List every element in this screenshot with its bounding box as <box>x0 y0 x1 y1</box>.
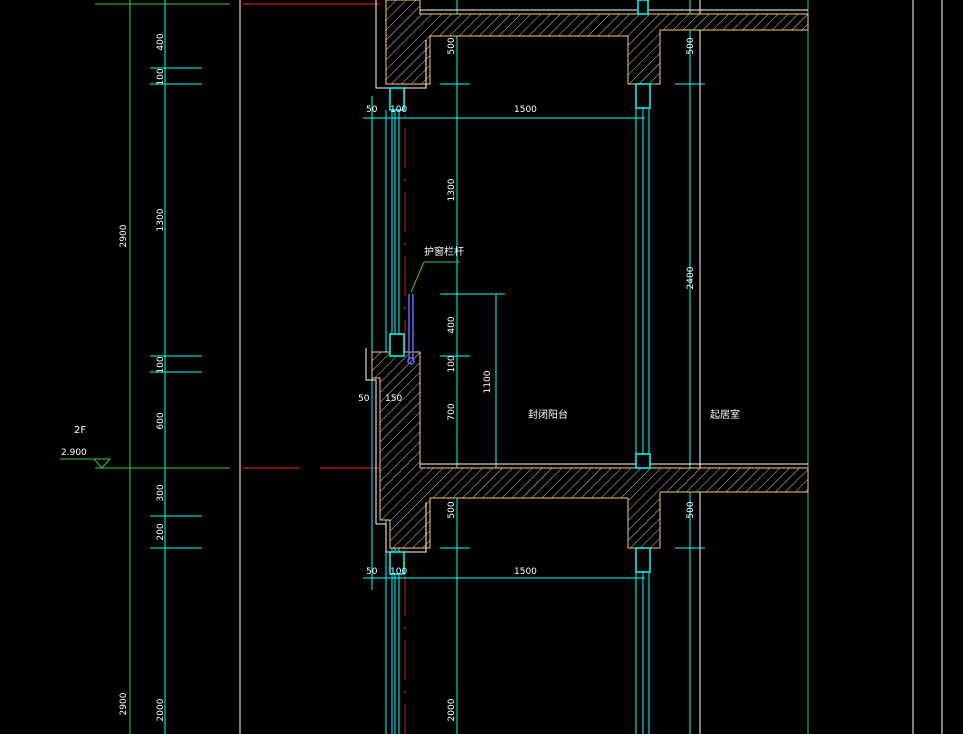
enclosed-balcony-label: 封闭阳台 <box>528 408 568 421</box>
dim-700-center: 700 <box>447 403 457 420</box>
dim-500-bottom: 500 <box>447 501 457 518</box>
dim-200-left: 200 <box>156 523 166 540</box>
dim-600-left: 600 <box>156 412 166 429</box>
right-dimension-texts: 500 2400 500 <box>686 37 696 518</box>
railing-label: 护窗栏杆 <box>424 245 464 258</box>
dim-2900-left-bottom: 2900 <box>119 692 129 715</box>
window-frames <box>389 0 651 575</box>
dim-300-left: 300 <box>156 484 166 501</box>
dim-100-top: 100 <box>390 105 407 115</box>
level-value: 2.900 <box>61 448 87 458</box>
grid-lines <box>239 0 943 734</box>
level-tag: 2F <box>74 425 86 436</box>
railing <box>407 294 415 365</box>
dim-500-right-top: 500 <box>686 37 696 54</box>
floor-center-lines <box>243 0 406 734</box>
dim-500-right-bottom: 500 <box>686 501 696 518</box>
structure <box>371 0 809 549</box>
center-dimension-lines <box>363 0 705 734</box>
dim-50-top: 50 <box>366 105 378 115</box>
dim-1500-bottom: 1500 <box>514 567 537 577</box>
center-dimension-texts: 50 100 1500 500 1300 400 100 700 1100 50… <box>358 37 537 721</box>
dim-1300-center: 1300 <box>447 178 457 201</box>
dim-2900-left-top: 2900 <box>119 224 129 247</box>
dim-2400-right: 2400 <box>686 266 696 289</box>
railing-leader <box>410 261 460 293</box>
dim-2000-center: 2000 <box>447 698 457 721</box>
dim-400-center: 400 <box>447 316 457 333</box>
dim-1300-left: 1300 <box>156 208 166 231</box>
dim-400-left: 400 <box>156 33 166 50</box>
dim-150-mid: 150 <box>385 394 402 404</box>
left-level-lines <box>60 3 230 469</box>
dim-50-bottom: 50 <box>366 567 378 577</box>
dim-100-left-top: 100 <box>156 68 166 85</box>
dim-50-mid: 50 <box>358 394 370 404</box>
living-room-label: 起居室 <box>710 408 740 421</box>
dim-1500-top: 1500 <box>514 105 537 115</box>
dim-2000-left: 2000 <box>156 698 166 721</box>
dim-500-top: 500 <box>447 37 457 54</box>
dim-100-center: 100 <box>447 355 457 372</box>
dim-1100-center: 1100 <box>483 370 493 393</box>
left-dimension-texts: 400 100 2900 1300 100 600 300 200 2900 2… <box>119 33 166 721</box>
dim-100-left-mid: 100 <box>156 356 166 373</box>
dim-100-bottom: 100 <box>390 567 407 577</box>
